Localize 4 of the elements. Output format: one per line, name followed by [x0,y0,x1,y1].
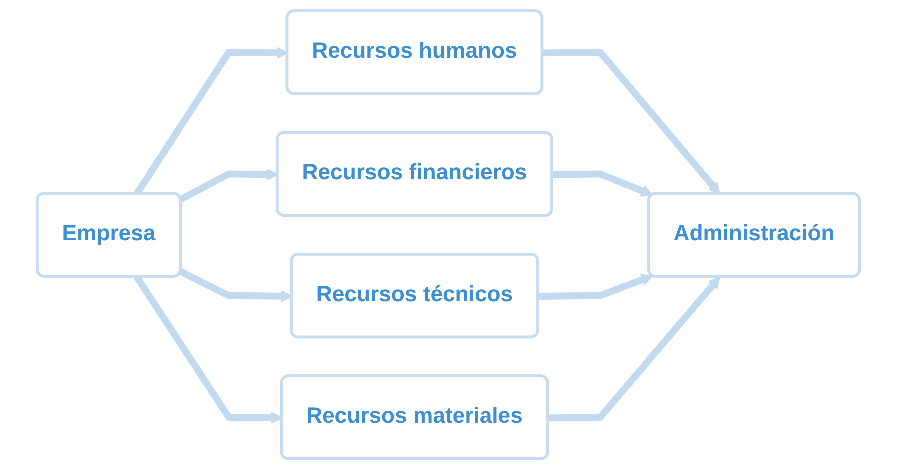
arrow [552,170,654,197]
arrow [548,276,721,422]
arrow [542,49,721,195]
arrow [538,274,654,300]
